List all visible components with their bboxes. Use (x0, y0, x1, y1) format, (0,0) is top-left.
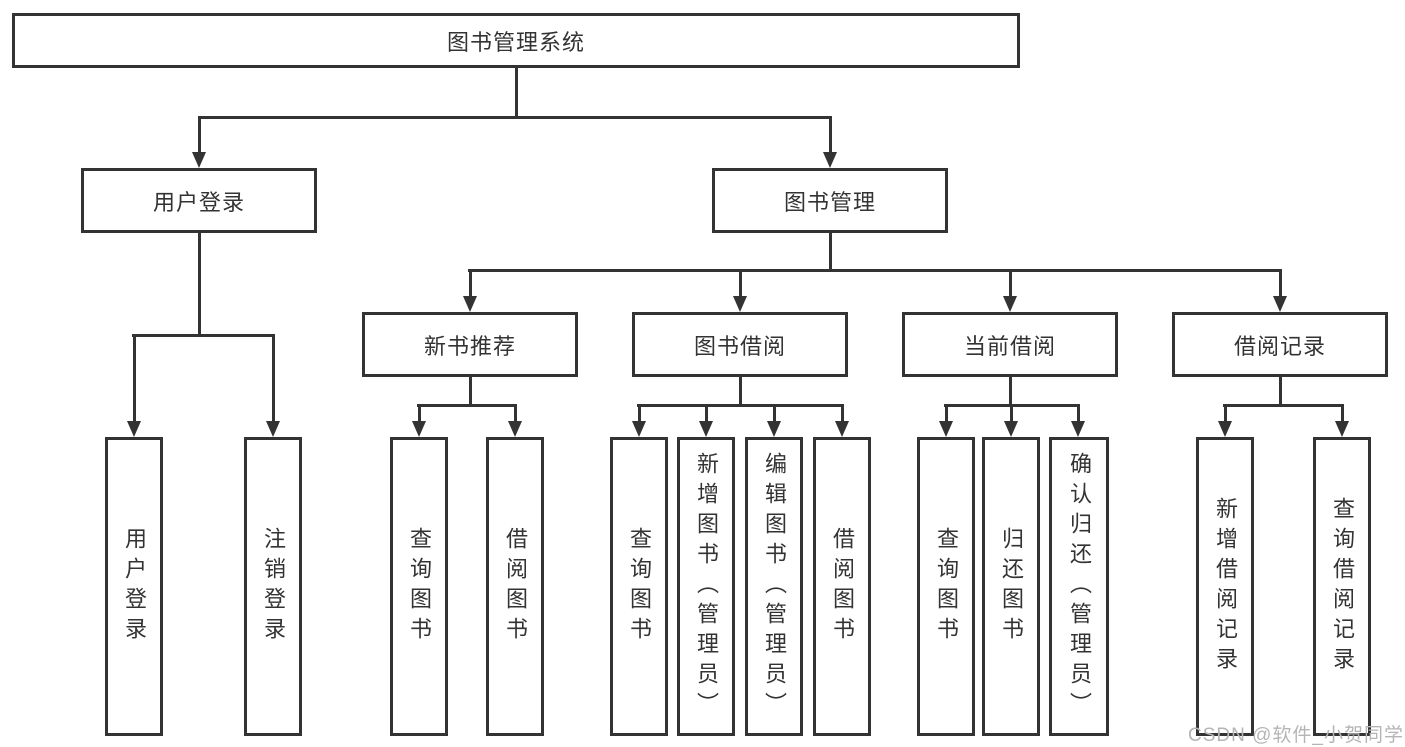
leaf-borrow-books-recommend: 借阅图书 (486, 437, 544, 736)
connector-line (418, 404, 421, 423)
connector-line (514, 404, 517, 423)
node-new-book-recommendation: 新书推荐 (362, 312, 578, 377)
node-user-login: 用户登录 (81, 168, 317, 233)
arrow-down-icon (1273, 296, 1287, 312)
arrow-down-icon (192, 152, 206, 168)
connector-line (133, 334, 136, 423)
leaf-query-books-borrowing: 查询图书 (610, 437, 668, 736)
connector-line (1341, 404, 1344, 423)
arrow-down-icon (1218, 421, 1232, 437)
node-borrowing-records: 借阅记录 (1172, 312, 1388, 377)
connector-line (1224, 404, 1227, 423)
connector-line (945, 404, 948, 423)
leaf-user-login: 用户登录 (105, 437, 163, 736)
connector-line (1223, 404, 1344, 407)
connector-line (739, 269, 742, 298)
connector-line (198, 116, 201, 154)
connector-line (417, 404, 517, 407)
connector-line (829, 116, 832, 154)
arrow-down-icon (939, 421, 953, 437)
arrow-down-icon (1004, 421, 1018, 437)
node-book-borrowing: 图书借阅 (632, 312, 848, 377)
arrow-down-icon (1335, 421, 1349, 437)
arrow-down-icon (266, 421, 280, 437)
leaf-borrow-books-borrowing: 借阅图书 (813, 437, 871, 736)
connector-line (469, 377, 472, 406)
arrow-down-icon (632, 421, 646, 437)
leaf-return-books: 归还图书 (982, 437, 1040, 736)
leaf-add-borrow-record: 新增借阅记录 (1196, 437, 1254, 736)
connector-line (198, 116, 832, 119)
connector-line (1279, 377, 1282, 406)
arrow-down-icon (1003, 296, 1017, 312)
node-library-management-system: 图书管理系统 (12, 13, 1020, 68)
connector-line (637, 404, 843, 407)
connector-line (1077, 404, 1080, 423)
arrow-down-icon (733, 296, 747, 312)
connector-line (1009, 377, 1012, 406)
connector-line (1010, 404, 1013, 423)
leaf-edit-book-admin: 编辑图书（管理员） (745, 437, 803, 736)
arrow-down-icon (508, 421, 522, 437)
connector-line (841, 404, 844, 423)
csdn-watermark: CSDN @软件_小贺同学 (1188, 725, 1404, 746)
connector-line (132, 334, 275, 337)
arrow-down-icon (835, 421, 849, 437)
leaf-query-books-current: 查询图书 (917, 437, 975, 736)
connector-line (773, 404, 776, 423)
node-current-borrowing: 当前借阅 (902, 312, 1118, 377)
connector-line (739, 377, 742, 406)
node-book-management: 图书管理 (712, 168, 948, 233)
connector-line (1279, 269, 1282, 298)
leaf-logout: 注销登录 (244, 437, 302, 736)
connector-line (198, 233, 201, 337)
arrow-down-icon (767, 421, 781, 437)
connector-line (638, 404, 641, 423)
arrow-down-icon (412, 421, 426, 437)
arrow-down-icon (699, 421, 713, 437)
connector-line (468, 269, 1282, 272)
connector-line (1009, 269, 1012, 298)
connector-line (829, 233, 832, 272)
leaf-query-borrow-record: 查询借阅记录 (1313, 437, 1371, 736)
connector-line (272, 334, 275, 423)
arrow-down-icon (1071, 421, 1085, 437)
leaf-query-books-recommend: 查询图书 (390, 437, 448, 736)
arrow-down-icon (463, 296, 477, 312)
connector-line (469, 269, 472, 298)
arrow-down-icon (823, 152, 837, 168)
arrow-down-icon (127, 421, 141, 437)
leaf-add-book-admin: 新增图书（管理员） (677, 437, 735, 736)
connector-line (515, 66, 518, 118)
leaf-confirm-return-admin: 确认归还（管理员） (1049, 437, 1109, 736)
connector-line (705, 404, 708, 423)
